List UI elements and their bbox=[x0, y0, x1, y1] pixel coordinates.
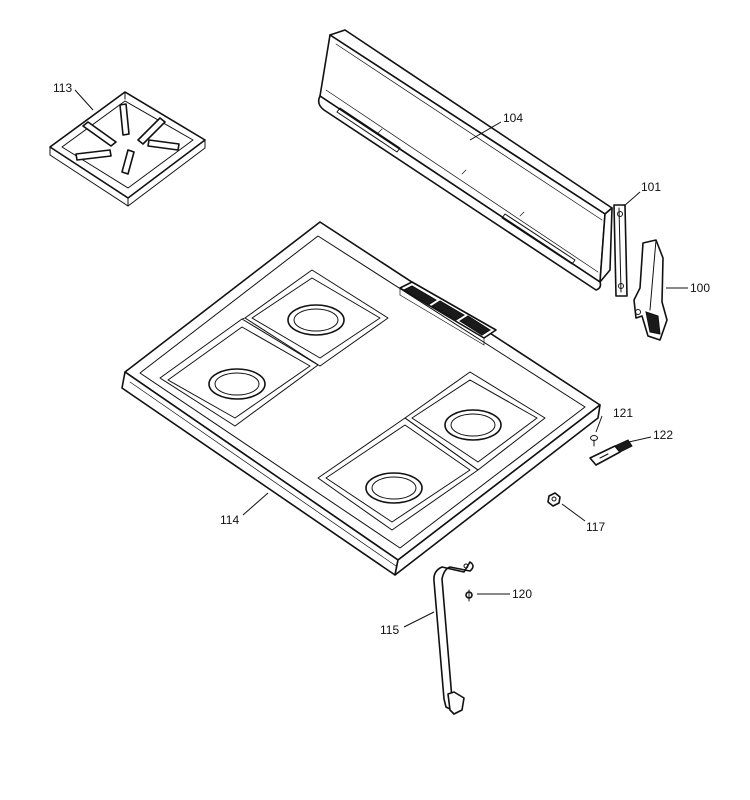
backguard-panel-part bbox=[317, 29, 613, 291]
support-rod-part bbox=[433, 561, 474, 715]
callout-101: 101 bbox=[641, 180, 661, 194]
callout-120: 120 bbox=[512, 587, 532, 601]
igniter-part bbox=[589, 439, 633, 466]
callout-115: 115 bbox=[380, 623, 399, 637]
side-trim-part bbox=[633, 239, 668, 341]
screw-121-part bbox=[590, 435, 598, 447]
clip-part bbox=[465, 589, 473, 602]
end-cap-part bbox=[613, 204, 628, 297]
callout-114: 114 bbox=[220, 513, 239, 527]
callout-117: 117 bbox=[586, 520, 605, 534]
leader-lines bbox=[74, 89, 688, 628]
callout-122: 122 bbox=[653, 428, 673, 442]
callout-104: 104 bbox=[503, 111, 523, 125]
burner-grate-part bbox=[49, 91, 206, 207]
nut-part bbox=[547, 492, 561, 507]
cooktop-part bbox=[121, 221, 601, 576]
callout-113: 113 bbox=[53, 81, 72, 95]
callout-100: 100 bbox=[690, 281, 710, 295]
callout-labels: 113 104 101 100 121 122 117 114 120 115 bbox=[53, 81, 710, 637]
callout-121: 121 bbox=[613, 406, 633, 420]
